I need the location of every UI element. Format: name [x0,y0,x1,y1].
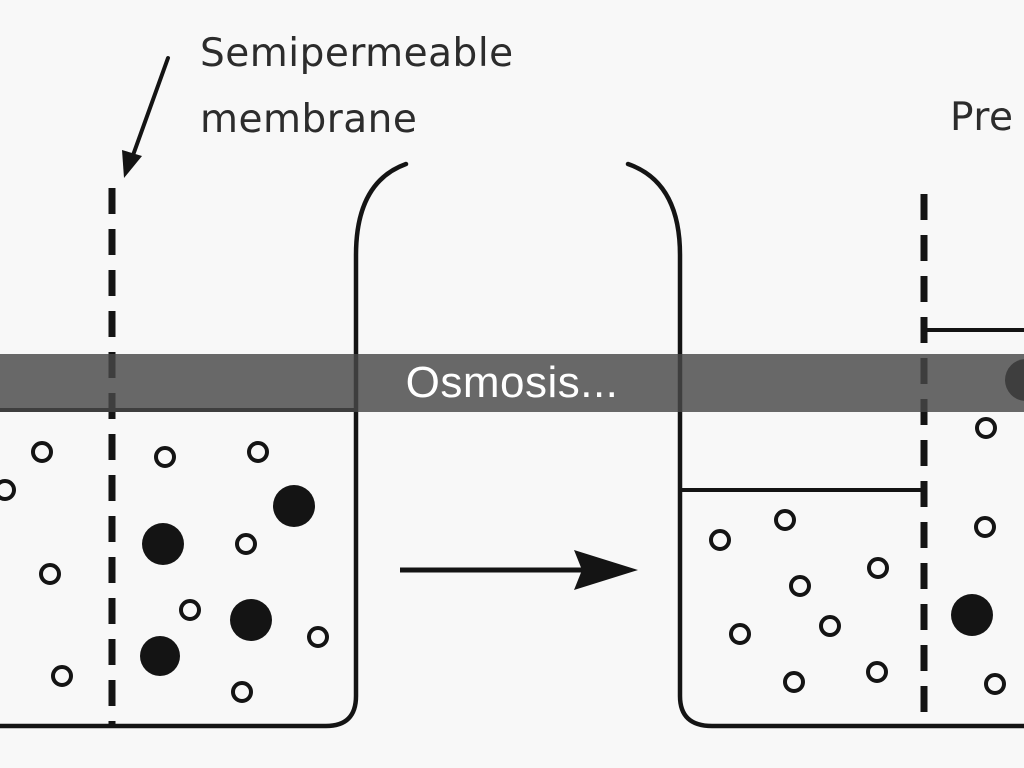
process-arrow [400,550,638,590]
membrane-pointer-arrow [122,56,170,178]
right-beaker [625,161,1024,729]
membrane-label-line1: Semipermeable [200,31,514,76]
left-solute-particles [140,485,315,676]
right-solvent-particles [709,417,1006,695]
left-beaker [0,161,409,729]
right-label-partial: Pre [950,95,1014,140]
slide-caption: Osmosis... [405,358,619,407]
caption-band: Osmosis... [0,354,1024,412]
membrane-label-line2: membrane [200,97,417,142]
left-solvent-particles [0,441,329,703]
